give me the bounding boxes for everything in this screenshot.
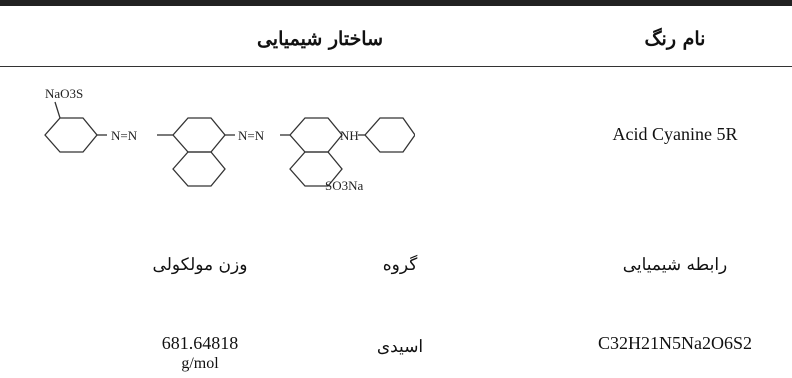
structure-label-azo1: N=N	[111, 128, 138, 143]
header-dye-name: نام رنگ	[644, 28, 706, 50]
structure-label-naso3s: NaO3S	[45, 86, 83, 101]
table-top-border	[0, 0, 792, 6]
label-formula: رابطه شیمیایی	[622, 255, 728, 275]
molecular-weight-value: 681.64818	[161, 333, 239, 353]
dye-name-value: Acid Cyanine 5R	[612, 124, 738, 144]
group-value: اسیدی	[376, 337, 424, 357]
label-molecular-weight: وزن مولکولی	[152, 255, 248, 275]
structure-label-so3na: SO3Na	[325, 178, 364, 193]
chemical-structure-diagram: NaO3S N=N N=N NH SO3Na	[44, 86, 415, 193]
formula-value: C32H21N5Na2O6S2	[597, 333, 752, 353]
molecular-weight-unit: g/mol	[181, 355, 219, 372]
structure-label-nh: NH	[340, 128, 359, 143]
header-structure: ساختار شیمیایی	[256, 28, 384, 50]
label-group: گروه	[382, 255, 418, 275]
structure-label-azo2: N=N	[238, 128, 265, 143]
header-divider	[0, 66, 792, 67]
